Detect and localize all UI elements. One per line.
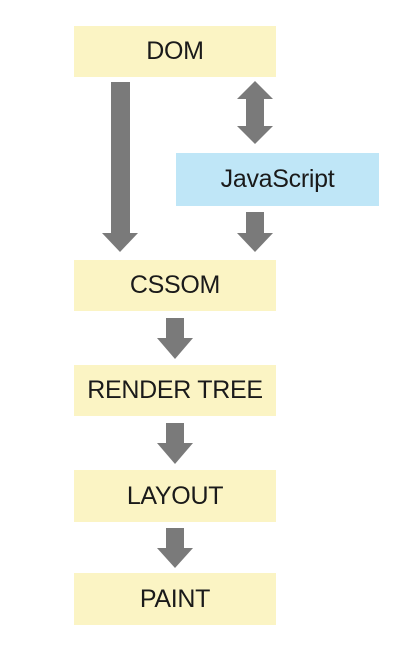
node-dom: DOM (74, 26, 276, 77)
arrow-dom-to-cssom (102, 82, 138, 252)
node-cssom-label: CSSOM (129, 271, 221, 299)
node-render-tree: RENDER TREE (74, 365, 276, 416)
node-layout-label: LAYOUT (126, 481, 224, 510)
node-cssom: CSSOM (74, 260, 276, 311)
arrow-dom-javascript (237, 81, 273, 144)
node-javascript: JavaScript (176, 153, 379, 206)
node-paint-label: PAINT (139, 584, 211, 613)
arrow-layout-to-paint (157, 528, 193, 568)
node-javascript-label: JavaScript (220, 165, 335, 193)
arrow-cssom-to-render-tree (157, 318, 193, 359)
node-paint: PAINT (74, 573, 276, 625)
node-dom-label: DOM (146, 37, 204, 65)
arrow-render-tree-to-layout (157, 423, 193, 464)
node-layout: LAYOUT (74, 470, 276, 522)
node-render-tree-label: RENDER TREE (87, 376, 263, 404)
arrow-javascript-to-cssom (237, 212, 273, 252)
